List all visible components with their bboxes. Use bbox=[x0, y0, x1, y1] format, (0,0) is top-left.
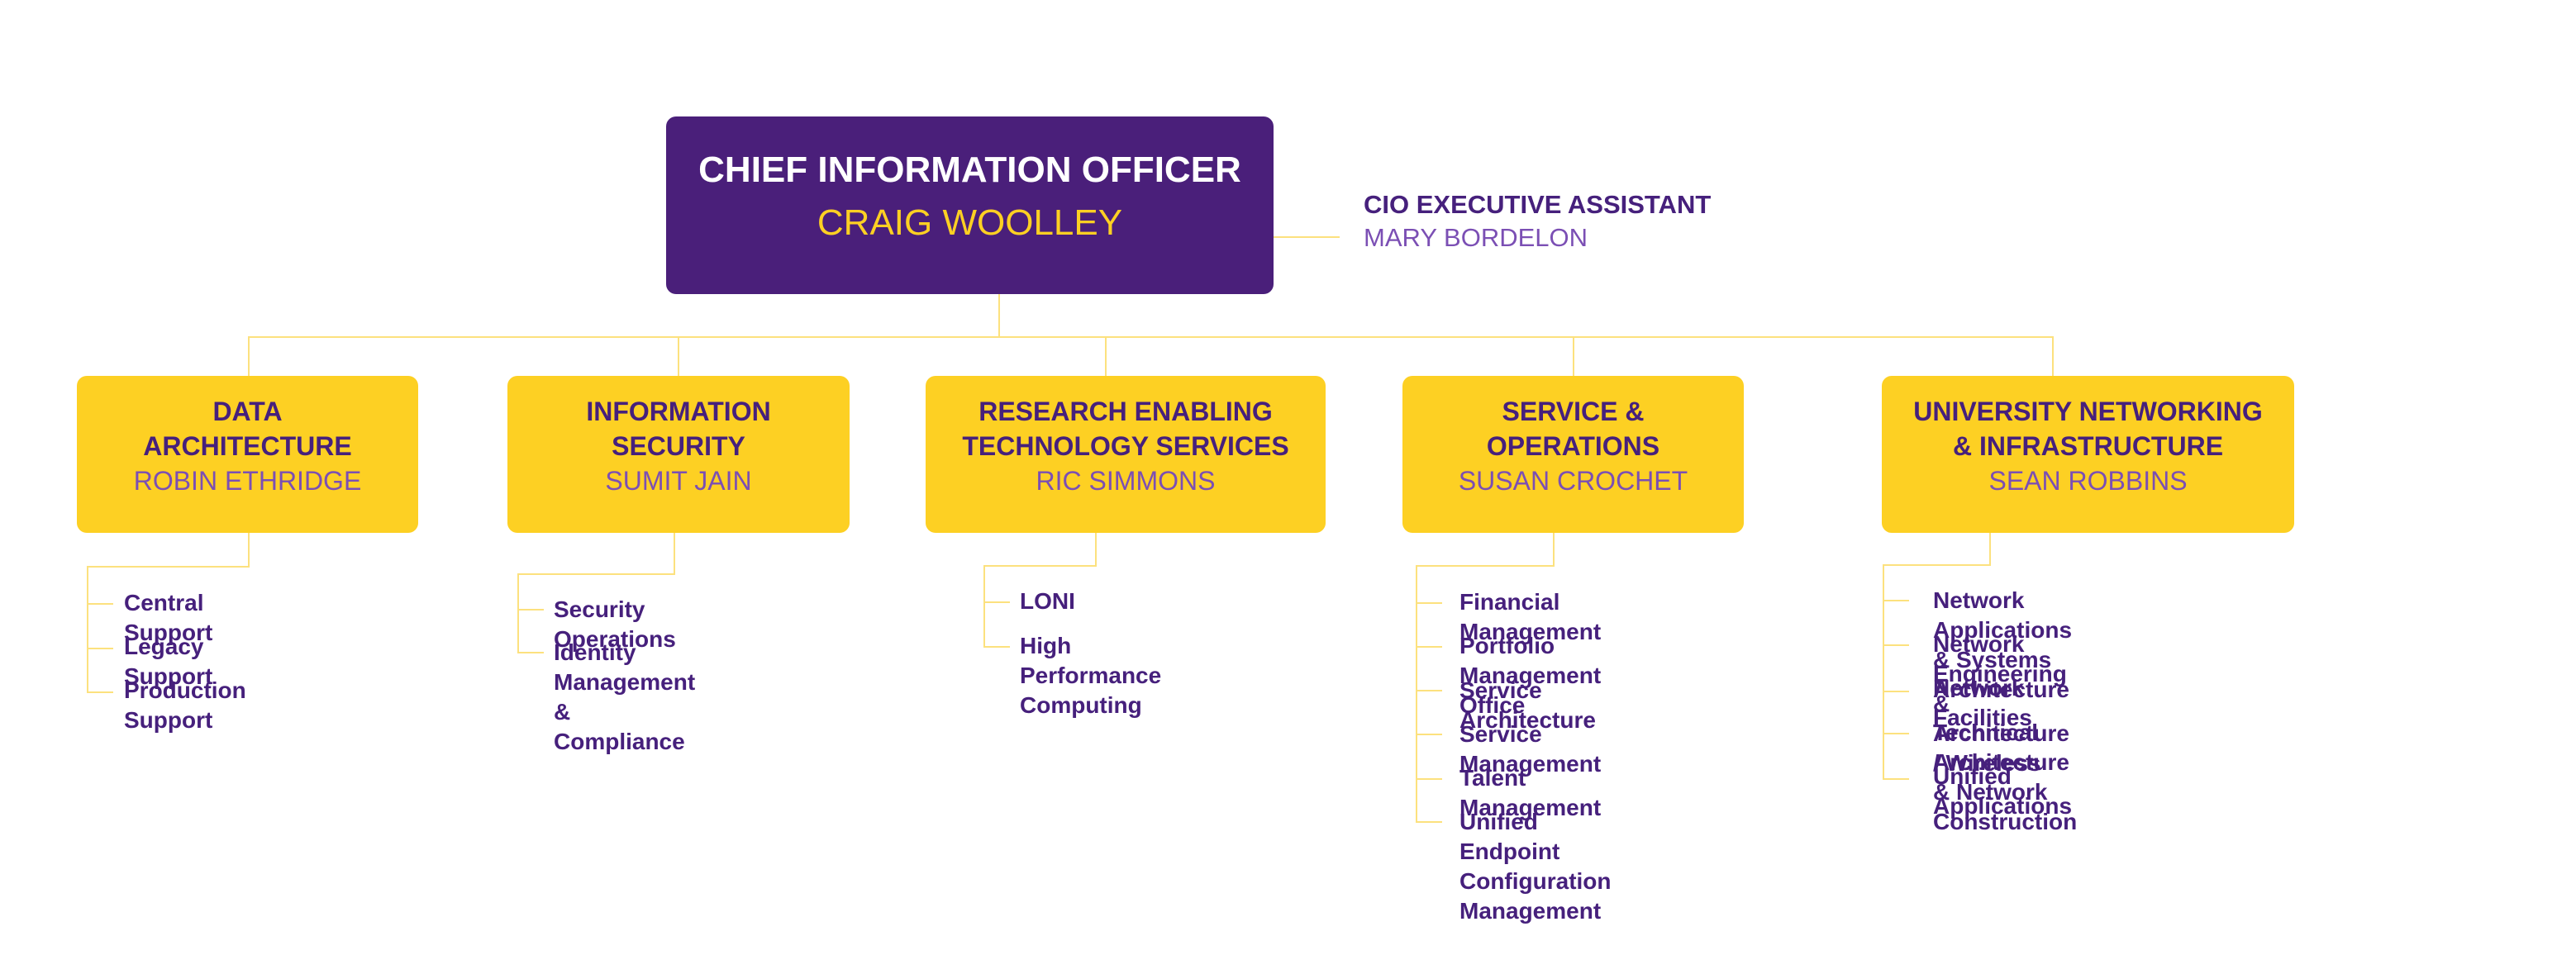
unit-item: Unified Applications bbox=[1933, 763, 2073, 819]
cio-name: CRAIG WOOLLEY bbox=[817, 202, 1123, 243]
connector-dept-down bbox=[674, 533, 675, 574]
assistant-title: CIO EXECUTIVE ASSISTANT bbox=[1364, 190, 1712, 219]
unit-item: Service Management bbox=[1459, 721, 1602, 777]
connector-spine bbox=[1883, 564, 1884, 780]
connector-branch bbox=[1883, 564, 1991, 566]
unit-item: Technical Architecture & Network Constru… bbox=[1933, 720, 2078, 834]
connector-assistant bbox=[1274, 236, 1340, 238]
dept-head: SEAN ROBBINS bbox=[1988, 466, 2188, 496]
dept-box-university-networking: UNIVERSITY NETWORKING & INFRASTRUCTURE S… bbox=[1882, 376, 2294, 533]
connector-spine bbox=[517, 573, 519, 653]
dept-title: UNIVERSITY NETWORKING & INFRASTRUCTURE bbox=[1913, 397, 2263, 461]
unit-item: LONI bbox=[1020, 588, 1075, 614]
unit-tick bbox=[1416, 602, 1442, 604]
unit-tick bbox=[1416, 778, 1442, 780]
dept-box-data-architecture: DATA ARCHITECTURE ROBIN ETHRIDGE bbox=[77, 376, 418, 533]
unit-item: Central Support bbox=[124, 590, 213, 645]
dept-box-research-enabling: RESEARCH ENABLING TECHNOLOGY SERVICES RI… bbox=[926, 376, 1326, 533]
connector-branch bbox=[87, 566, 250, 568]
connector-dept-up bbox=[2052, 336, 2054, 376]
unit-item: Network Applications & Systems Architect… bbox=[1933, 587, 2073, 702]
connector-spine bbox=[87, 566, 88, 693]
dept-head: RIC SIMMONS bbox=[1036, 466, 1216, 496]
dept-head: SUSAN CROCHET bbox=[1458, 466, 1688, 496]
connector-spine bbox=[1416, 565, 1417, 822]
unit-item: Network Facilities bbox=[1933, 675, 2032, 730]
connector-dept-down bbox=[248, 533, 250, 567]
dept-title: DATA ARCHITECTURE bbox=[143, 397, 352, 461]
dept-title: RESEARCH ENABLING TECHNOLOGY SERVICES bbox=[962, 397, 1289, 461]
unit-tick bbox=[517, 652, 544, 653]
unit-item: Talent Management bbox=[1459, 765, 1602, 820]
dept-box-information-security: INFORMATION SECURITY SUMIT JAIN bbox=[507, 376, 850, 533]
connector-dept-up bbox=[248, 336, 250, 376]
dept-head: ROBIN ETHRIDGE bbox=[133, 466, 362, 496]
unit-tick bbox=[983, 601, 1010, 603]
connector-dept-down bbox=[1989, 533, 1991, 565]
unit-tick bbox=[1416, 734, 1442, 735]
assistant-node: CIO EXECUTIVE ASSISTANT MARY BORDELON bbox=[1364, 188, 1711, 254]
connector-bus bbox=[248, 336, 2054, 338]
connector-spine bbox=[983, 565, 985, 648]
dept-title: SERVICE & OPERATIONS bbox=[1486, 397, 1660, 461]
connector-branch bbox=[517, 573, 675, 575]
unit-tick bbox=[1883, 691, 1909, 692]
connector-dept-up bbox=[678, 336, 679, 376]
unit-tick bbox=[1883, 733, 1909, 734]
unit-item: Identity Management & Compliance bbox=[554, 639, 696, 754]
unit-item: Financial Management bbox=[1459, 589, 1602, 644]
assistant-name: MARY BORDELON bbox=[1364, 223, 1588, 252]
unit-item: Security Operations bbox=[554, 596, 676, 652]
unit-tick bbox=[1416, 646, 1442, 648]
connector-dept-up bbox=[1105, 336, 1107, 376]
connector-dept-up bbox=[1573, 336, 1574, 376]
unit-item: Service Architecture bbox=[1459, 677, 1596, 733]
unit-tick bbox=[1883, 644, 1909, 646]
unit-tick bbox=[87, 603, 113, 605]
connector-branch bbox=[983, 565, 1097, 567]
unit-tick bbox=[1883, 778, 1909, 780]
unit-item: Unified Endpoint Configuration Managemen… bbox=[1459, 809, 1612, 924]
dept-box-service-operations: SERVICE & OPERATIONS SUSAN CROCHET bbox=[1402, 376, 1744, 533]
unit-tick bbox=[87, 691, 113, 693]
unit-item: Legacy Support bbox=[124, 634, 213, 689]
unit-tick bbox=[1416, 690, 1442, 691]
unit-tick bbox=[87, 648, 113, 649]
unit-item: Network Engineering & Architecture / Wir… bbox=[1933, 631, 2069, 776]
unit-item: High Performance Computing bbox=[1020, 633, 1162, 718]
unit-tick bbox=[1416, 821, 1442, 823]
connector-dept-down bbox=[1553, 533, 1555, 566]
unit-tick bbox=[1883, 600, 1909, 601]
connector-branch bbox=[1416, 565, 1555, 567]
unit-item: Portfolio Management Office bbox=[1459, 633, 1602, 718]
dept-head: SUMIT JAIN bbox=[605, 466, 752, 496]
cio-title: CHIEF INFORMATION OFFICER bbox=[698, 150, 1241, 190]
unit-item: Production Support bbox=[124, 677, 246, 733]
unit-tick bbox=[983, 646, 1010, 648]
connector-dept-down bbox=[1095, 533, 1097, 566]
connector-root-down bbox=[998, 294, 1000, 337]
cio-box: CHIEF INFORMATION OFFICER CRAIG WOOLLEY bbox=[666, 116, 1274, 294]
dept-title: INFORMATION SECURITY bbox=[586, 397, 771, 461]
unit-tick bbox=[517, 609, 544, 611]
